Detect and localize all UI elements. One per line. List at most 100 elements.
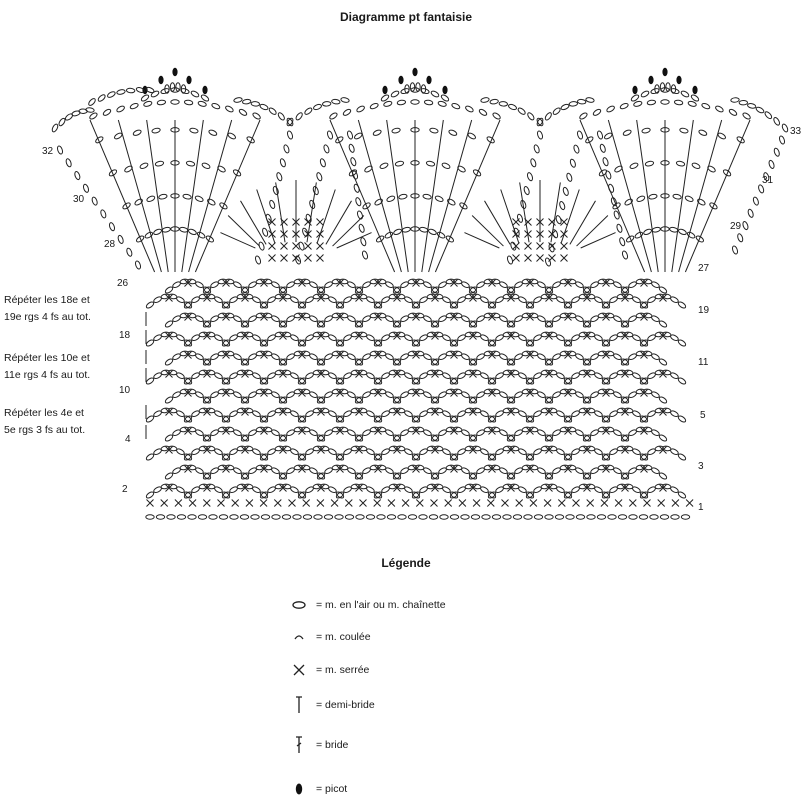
chain-stitch — [525, 453, 535, 461]
chain-stitch — [202, 396, 212, 404]
double-crochet — [550, 182, 561, 243]
chain-stitch — [575, 391, 584, 398]
legend-label: = m. coulée — [316, 631, 371, 643]
chain-stitch — [426, 445, 436, 452]
single-crochet — [586, 499, 595, 507]
chain-stitch — [161, 226, 171, 233]
chain-stitch — [198, 293, 208, 300]
single-crochet — [524, 242, 532, 250]
chain-stitch — [556, 372, 565, 379]
chain-stitch — [426, 407, 436, 414]
chain-stitch — [274, 293, 284, 300]
chain-stitch — [388, 483, 398, 490]
chain-stitch — [635, 278, 645, 285]
single-crochet — [146, 499, 154, 507]
double-crochet — [357, 119, 402, 273]
single-crochet — [526, 427, 534, 435]
chain-stitch — [297, 491, 307, 499]
chain-stitch — [328, 410, 337, 417]
chain-stitch — [582, 396, 592, 404]
chain-stitch — [404, 372, 413, 379]
double-crochet — [500, 189, 520, 244]
double-crochet — [181, 119, 204, 273]
chain-stitch — [632, 334, 641, 341]
chain-stitch — [259, 301, 269, 309]
chain-stitch — [170, 99, 180, 105]
chain-stitch — [145, 339, 155, 347]
double-crochet — [220, 232, 256, 249]
chain-stitch — [354, 286, 364, 294]
chain-stitch — [620, 358, 630, 366]
chain-stitch — [654, 445, 664, 452]
chain-stitch — [670, 448, 679, 455]
chain-stitch — [742, 112, 751, 120]
chain-stitch — [499, 429, 508, 436]
single-crochet — [260, 427, 268, 435]
chain-stitch — [233, 353, 242, 360]
chain-stitch — [309, 467, 318, 474]
chain-stitch — [634, 231, 644, 239]
chain-stitch — [373, 301, 383, 309]
chain-stitch — [620, 358, 630, 366]
chain-stitch — [658, 396, 668, 404]
single-crochet — [241, 408, 249, 416]
single-crochet — [393, 484, 401, 492]
chain-stitch — [430, 434, 440, 442]
chain-stitch — [316, 434, 326, 442]
chain-stitch — [487, 491, 497, 499]
single-crochet — [564, 351, 572, 359]
chain-stitch — [632, 296, 641, 303]
chain-stitch — [271, 467, 280, 474]
double-crochet — [636, 119, 659, 273]
chain-stitch — [563, 453, 573, 461]
chain-stitch — [781, 123, 789, 133]
single-crochet — [602, 427, 610, 435]
chain-stitch — [160, 369, 170, 376]
chain-stitch — [225, 105, 234, 113]
single-crochet — [529, 499, 538, 507]
chain-stitch — [468, 358, 478, 366]
chain-stitch — [236, 407, 246, 414]
chain-stitch — [376, 514, 386, 520]
chain-stitch — [544, 472, 554, 480]
chain-stitch — [126, 247, 133, 257]
chain-stitch — [328, 486, 337, 493]
chain-stitch — [670, 296, 679, 303]
chain-stitch — [430, 358, 440, 366]
chain-stitch — [449, 301, 459, 309]
chain-stitch — [480, 97, 490, 103]
legend-label: = m. en l'air ou m. chaînette — [316, 599, 446, 611]
single-crochet — [488, 279, 496, 287]
single-crochet — [614, 499, 623, 507]
chain-stitch — [722, 169, 732, 177]
single-crochet — [602, 279, 610, 287]
single-crochet — [298, 313, 306, 321]
chain-stitch — [616, 331, 626, 338]
chain-stitch — [276, 172, 283, 182]
double-crochet — [607, 119, 652, 273]
chain-stitch — [392, 358, 402, 366]
chain-stitch — [385, 429, 394, 436]
chain-stitch — [164, 396, 174, 404]
single-crochet — [336, 389, 344, 397]
chain-stitch — [407, 278, 417, 285]
single-crochet — [643, 499, 651, 507]
single-crochet — [602, 389, 610, 397]
chain-stitch — [373, 415, 383, 423]
single-crochet — [412, 351, 420, 359]
chain-stitch — [483, 312, 493, 319]
chain-stitch — [518, 486, 527, 493]
chain-stitch — [385, 281, 394, 288]
single-crochet — [203, 294, 211, 302]
chain-stitch — [468, 320, 478, 328]
chain-stitch — [677, 301, 687, 309]
legend-item-half-double-crochet: = demi-bride — [288, 696, 375, 714]
chain-stitch — [487, 453, 497, 461]
repeat-note-rows-4-5: Répéter les 4e et 5e rgs 3 fs au tot. — [4, 405, 144, 439]
chain-stitch — [559, 312, 569, 319]
chain-stitch — [392, 396, 402, 404]
chain-stitch — [411, 339, 421, 347]
chain-stitch — [525, 301, 535, 309]
single-crochet — [393, 294, 401, 302]
chain-stitch — [164, 84, 170, 94]
